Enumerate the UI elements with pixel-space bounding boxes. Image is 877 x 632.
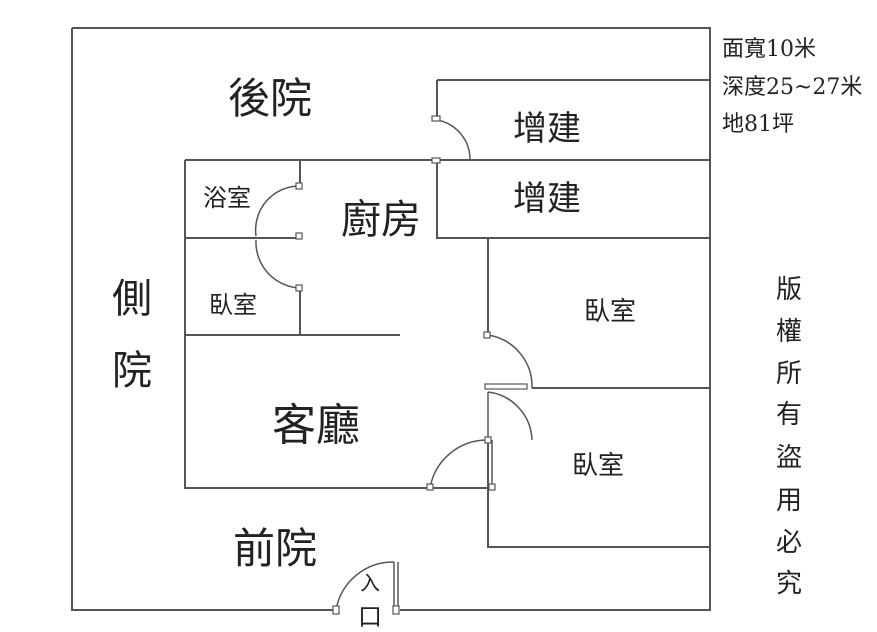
- room-label-living: 客廳: [272, 400, 360, 451]
- room-label-bedroom-small: 臥室: [209, 291, 257, 319]
- interior-walls: [184, 79, 710, 548]
- room-label-bath: 浴室: [203, 184, 251, 212]
- copyright-char-3: 所: [776, 359, 802, 389]
- spec-depth: 深度25~27米: [722, 75, 862, 100]
- spec-area: 地81坪: [722, 112, 794, 137]
- room-label-addition-2: 增建: [513, 179, 581, 219]
- room-label-kitchen: 廚房: [341, 197, 421, 243]
- door-rear: [431, 115, 471, 164]
- room-label-front-yard: 前院: [233, 524, 317, 573]
- door-bedroom-right-1: [483, 331, 533, 390]
- copyright-char-8: 究: [776, 569, 802, 599]
- door-bedroom-right-2: [487, 391, 533, 441]
- room-label-bedroom-right-2: 臥室: [572, 451, 624, 481]
- room-label-bedroom-right-1: 臥室: [584, 297, 636, 327]
- door-entrance: [332, 561, 400, 615]
- entrance-label-2: 口: [358, 603, 382, 631]
- copyright-char-6: 用: [776, 486, 802, 516]
- copyright-char-5: 盜: [776, 443, 802, 473]
- lot-boundary: [71, 27, 711, 611]
- copyright-char-4: 有: [776, 400, 802, 430]
- entrance-label-1: 入: [360, 571, 380, 595]
- copyright-char-1: 版: [776, 275, 802, 305]
- door-bedroom-small: [255, 239, 303, 292]
- copyright-char-7: 必: [776, 528, 802, 558]
- door-living: [426, 436, 496, 491]
- side-yard-label-2: 院: [112, 348, 152, 394]
- room-label-addition-1: 增建: [513, 109, 581, 149]
- side-yard-label-1: 側: [112, 276, 152, 322]
- door-bath: [254, 182, 303, 240]
- copyright-char-2: 權: [776, 317, 802, 347]
- spec-width: 面寬10米: [722, 37, 816, 62]
- room-label-back-yard: 後院: [228, 74, 312, 123]
